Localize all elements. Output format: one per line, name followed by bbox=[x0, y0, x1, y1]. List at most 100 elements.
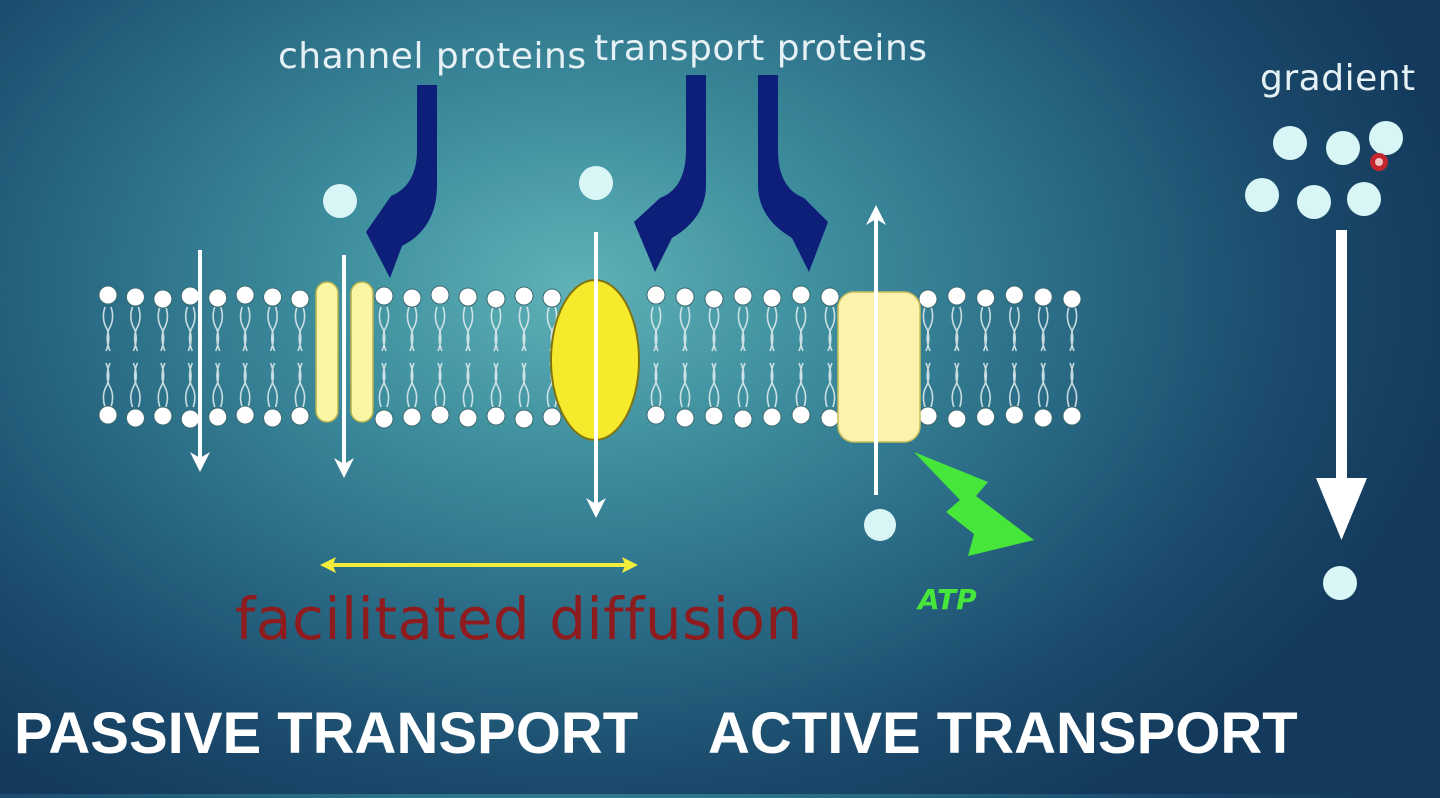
molecule bbox=[1369, 121, 1403, 155]
lipid-head bbox=[374, 286, 394, 306]
curved-arrow-down-left-icon bbox=[366, 85, 437, 278]
lipid-head bbox=[514, 409, 534, 429]
lipid-head bbox=[98, 405, 118, 425]
lipid-head bbox=[762, 288, 782, 308]
lipid-tail bbox=[378, 362, 390, 408]
lipid-head bbox=[98, 285, 118, 305]
lipid-tail bbox=[980, 306, 991, 352]
lipid-tail bbox=[184, 306, 196, 352]
curved-arrow-down-right-icon bbox=[758, 75, 828, 272]
cursor-marker bbox=[1370, 153, 1388, 171]
lipid-head bbox=[458, 408, 478, 428]
lipid-tail bbox=[766, 362, 778, 408]
lipid-head bbox=[675, 287, 695, 307]
lipid-tail bbox=[130, 306, 141, 352]
lipid-tail bbox=[239, 306, 251, 352]
lipid-head bbox=[486, 406, 506, 426]
molecule bbox=[323, 184, 357, 218]
lipid-head bbox=[458, 287, 478, 307]
lipid-tail bbox=[490, 306, 502, 352]
lipid-tail bbox=[267, 362, 278, 408]
lipid-tail bbox=[737, 362, 749, 408]
lipid-head bbox=[290, 289, 310, 309]
lipid-head bbox=[180, 409, 200, 429]
molecule bbox=[1323, 566, 1357, 600]
lipid-head bbox=[704, 289, 724, 309]
lipid-tail bbox=[434, 362, 446, 408]
lipid-head bbox=[791, 285, 811, 305]
lipid-head bbox=[646, 405, 666, 425]
label-transport-proteins: transport proteins bbox=[594, 28, 928, 69]
lipid-tail bbox=[708, 362, 720, 408]
lipid-head bbox=[820, 287, 840, 307]
lipid-tail bbox=[1009, 362, 1020, 408]
lipid-tail bbox=[737, 306, 749, 352]
lipid-tail bbox=[824, 306, 836, 352]
lightning-bolt-icon bbox=[914, 452, 1034, 556]
lipid-head bbox=[733, 409, 753, 429]
label-facilitated-diffusion: facilitated diffusion bbox=[235, 585, 803, 653]
lipid-tail bbox=[1037, 306, 1049, 352]
lipid-tail bbox=[795, 306, 807, 352]
label-gradient: gradient bbox=[1260, 58, 1416, 99]
lipid-tail bbox=[267, 306, 278, 352]
lipid-tail bbox=[434, 306, 446, 352]
lipid-head bbox=[263, 408, 283, 428]
lipid-head bbox=[402, 288, 422, 308]
gradient-arrow bbox=[1316, 230, 1367, 540]
lipid-tail bbox=[406, 362, 418, 408]
lipid-head bbox=[1033, 408, 1053, 428]
lipid-tail bbox=[130, 362, 141, 408]
lipid-head bbox=[153, 406, 173, 426]
lipid-head bbox=[976, 288, 996, 308]
lipid-tail bbox=[157, 306, 169, 352]
lipid-head bbox=[514, 286, 534, 306]
lipid-tail bbox=[1009, 306, 1020, 352]
label-atp: ATP bbox=[918, 583, 977, 616]
lipid-head bbox=[820, 408, 840, 428]
lipid-tail bbox=[212, 362, 224, 408]
lipid-head bbox=[918, 289, 938, 309]
label-channel-proteins: channel proteins bbox=[278, 36, 587, 77]
lipid-tail bbox=[212, 306, 224, 352]
lipid-head bbox=[1004, 405, 1024, 425]
lipid-tail bbox=[239, 362, 251, 408]
lipid-head bbox=[235, 405, 255, 425]
lipid-head bbox=[263, 287, 283, 307]
lipid-tail bbox=[518, 362, 530, 408]
lipid-tail bbox=[650, 306, 662, 352]
lipid-tail bbox=[708, 306, 720, 352]
lipid-tail bbox=[922, 306, 934, 352]
lipid-tail bbox=[294, 362, 306, 408]
lipid-tail bbox=[650, 362, 662, 408]
lipid-tail bbox=[795, 362, 807, 408]
lipid-head bbox=[1062, 406, 1082, 426]
molecule bbox=[1347, 182, 1381, 216]
lipid-head bbox=[1062, 289, 1082, 309]
molecule bbox=[864, 509, 896, 541]
molecule bbox=[1245, 178, 1279, 212]
lipid-head bbox=[430, 405, 450, 425]
lipid-head bbox=[374, 409, 394, 429]
lipid-tail bbox=[951, 362, 963, 408]
lipid-tail bbox=[490, 362, 502, 408]
lipid-head bbox=[180, 286, 200, 306]
lipid-tail bbox=[406, 306, 418, 352]
lipid-tail bbox=[184, 362, 196, 408]
molecule bbox=[1326, 131, 1360, 165]
lipid-head bbox=[235, 285, 255, 305]
lipid-head bbox=[733, 286, 753, 306]
molecule bbox=[1273, 126, 1307, 160]
curved-arrow-down-left-icon bbox=[634, 75, 706, 272]
lipid-tail bbox=[824, 362, 836, 408]
lipid-tail bbox=[157, 362, 169, 408]
heading-active-transport: ACTIVE TRANSPORT bbox=[708, 701, 1298, 766]
lipid-head bbox=[486, 289, 506, 309]
lipid-head bbox=[947, 409, 967, 429]
lipid-tail bbox=[679, 362, 691, 408]
channel-protein bbox=[315, 281, 374, 423]
lipid-head bbox=[675, 408, 695, 428]
phospholipid-bilayer bbox=[98, 285, 1082, 429]
